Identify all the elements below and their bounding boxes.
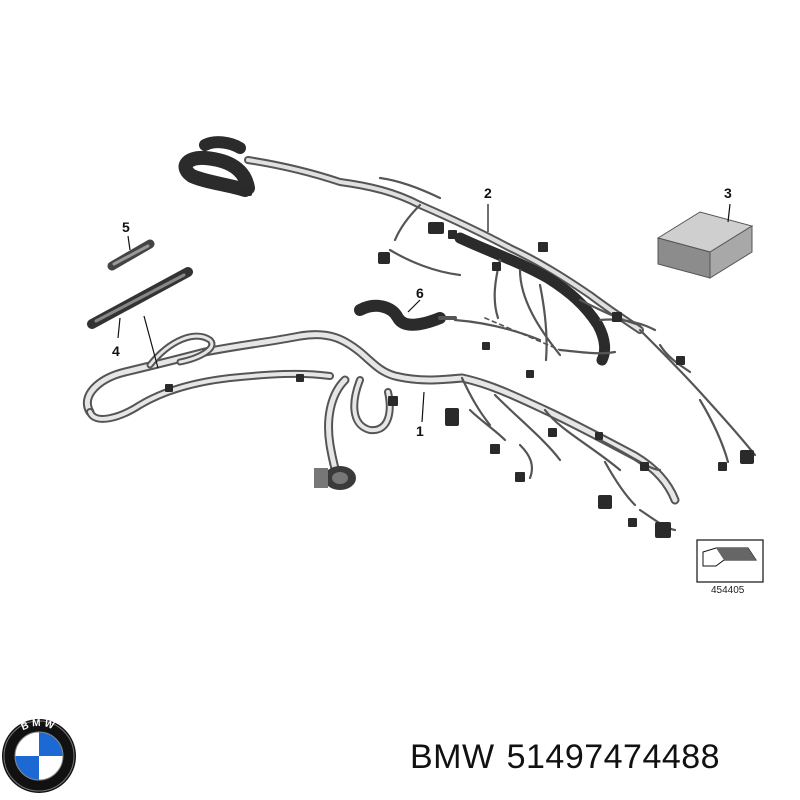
upper-harness <box>178 136 757 464</box>
part-5-sleeve <box>107 239 155 271</box>
reference-code: 454405 <box>711 585 745 596</box>
caption-part-number: 51497474488 <box>506 738 721 776</box>
part-caption: BMW 51497474488 <box>410 738 720 777</box>
leader-lines <box>117 203 731 423</box>
bmw-logo-text: BMW <box>20 718 56 733</box>
callout-1: 1 <box>416 423 424 439</box>
main-harness <box>83 330 680 532</box>
svg-text:BMW: BMW <box>20 718 59 733</box>
callout-2: 2 <box>484 185 492 201</box>
part-4-sleeve <box>87 267 193 329</box>
callout-4: 4 <box>112 343 120 359</box>
upper-harness-connectors <box>240 186 754 471</box>
callout-6: 6 <box>416 285 424 301</box>
part-6-hose <box>354 299 457 331</box>
relay-box-side <box>709 225 753 279</box>
caption-brand: BMW <box>410 738 495 776</box>
upper-harness-sleeve <box>178 150 255 197</box>
reference-box: 454405 <box>696 539 764 596</box>
callout-5: 5 <box>122 219 130 235</box>
relay-box <box>656 211 754 279</box>
callout-3: 3 <box>724 185 732 201</box>
bmw-logo: BMW <box>2 718 76 793</box>
main-harness-connectors <box>165 374 671 538</box>
